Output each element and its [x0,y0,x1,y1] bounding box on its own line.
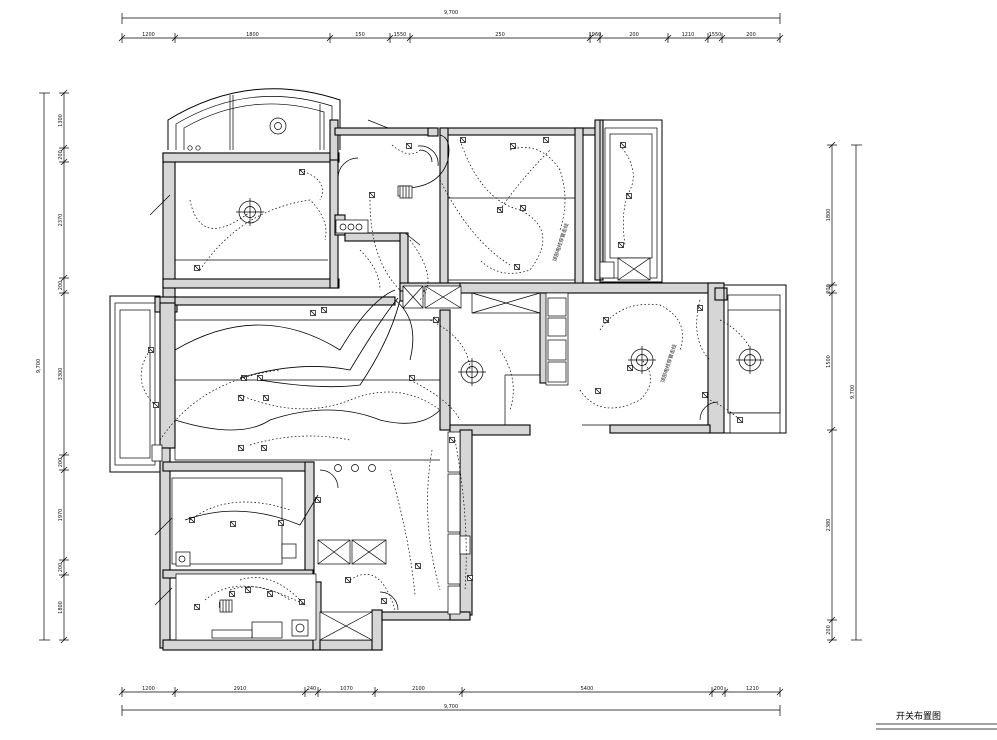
dimension-label: 5400 [581,686,594,692]
bottom-dimension-lines: 9,700 1200 2910 240 1070 2100 5400 200 1210 [118,686,784,716]
right-dimension-lines: 9,700 1800 200 1500 2380 200 [826,141,862,644]
dimension-label: 200 [746,32,756,38]
dimension-label: 200 [58,458,64,468]
dimension-label: 200 [826,284,832,294]
dimension-label: 200 [58,150,64,160]
dimension-label: 1200 [142,686,155,692]
dimension-label: 150 [355,32,365,38]
wiring-solid [174,289,441,526]
dimension-label: 200 [714,686,724,692]
dimension-label: 200 [826,625,832,635]
dimension-label: 1550 [709,32,722,38]
dimension-label: 2370 [58,214,64,227]
dimension-label: 2910 [234,686,247,692]
dimension-label: 1500 [826,355,832,368]
ceiling-light-balcony [736,346,764,374]
right-total-dimension: 9,700 [850,385,856,399]
annotation-note-2: 顶部电线穿管走线 [659,343,678,383]
dimension-label: 1210 [682,32,695,38]
dimension-label: 200 [58,563,64,573]
ceiling-light-dining [458,358,486,386]
dimension-label: 2100 [412,686,425,692]
dimension-label: 1210 [746,686,759,692]
dimension-label: 1800 [826,209,832,222]
downlight-row [334,464,376,472]
dimension-label: 1960 [589,32,602,38]
dimension-label: 2380 [826,519,832,532]
dimension-label: 1070 [340,686,353,692]
dimension-label: 3300 [58,368,64,381]
dimension-label: 1200 [142,32,155,38]
top-total-dimension: 9,700 [444,10,458,16]
left-total-dimension: 9,700 [36,359,42,373]
dimension-label: 1800 [246,32,259,38]
dimension-label: 1970 [58,509,64,522]
drawing-title: 开关布置图 [896,710,941,722]
title-block: 开关布置图 [876,710,997,730]
fixtures [149,119,719,641]
dimension-label: 200 [629,32,639,38]
dimension-label: 200 [58,281,64,291]
dimension-label: 1800 [58,601,64,614]
dimension-label: 1550 [394,32,407,38]
dimension-label: 250 [495,32,505,38]
ceiling-light-bedroom-2 [628,346,656,374]
dimension-label: 240 [307,686,317,692]
top-dimension-lines: 9,700 1200 1800 150 1550 250 1960 200 1210 1550 2… [118,10,784,43]
walls [154,119,728,651]
wiring-dashed [140,139,751,611]
bay-window [167,88,341,151]
switch-symbols [148,137,743,613]
bottom-total-dimension: 9,700 [444,704,458,710]
left-dimension-lines: 9,700 1300 200 2370 200 3300 200 1970 200 1800 [36,89,69,644]
dimension-label: 1300 [58,114,64,127]
